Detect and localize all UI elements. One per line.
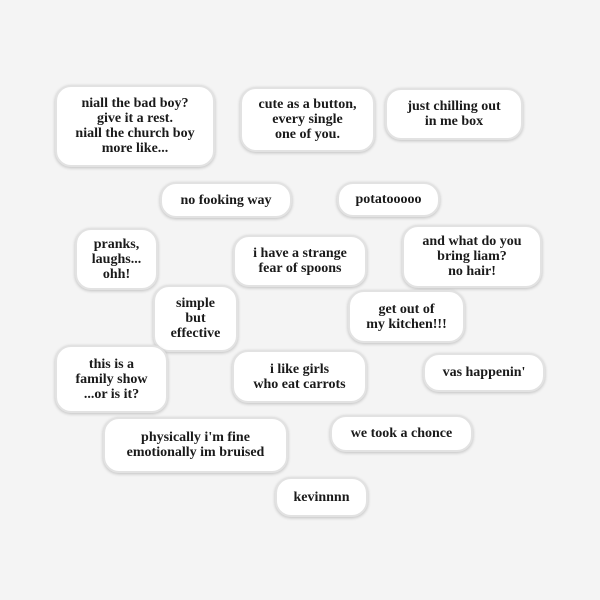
sticker-text: vas happenin': [442, 365, 526, 380]
sticker-bruised: physically i'm fine emotionally im bruis…: [103, 417, 288, 473]
sticker-no-fooking-way: no fooking way: [160, 182, 292, 218]
sticker-cute-as-button: cute as a button, every single one of yo…: [240, 87, 375, 152]
sticker-vas-happenin: vas happenin': [423, 353, 545, 392]
sticker-family-show: this is a family show ...or is it?: [55, 345, 168, 413]
sticker-text: no fooking way: [180, 192, 272, 208]
sticker-kitchen: get out of my kitchen!!!: [348, 290, 465, 343]
sticker-text: we took a chonce: [350, 426, 453, 441]
sticker-text: simple but effective: [170, 296, 221, 341]
sticker-text: i like girls who eat carrots: [253, 361, 346, 392]
sticker-text: this is a family show ...or is it?: [75, 356, 148, 402]
sticker-kevinnnn: kevinnnn: [275, 477, 368, 517]
sticker-text: i have a strange fear of spoons: [253, 246, 347, 276]
sticker-simple-but-effective: simple but effective: [153, 285, 238, 352]
sticker-text: and what do you bring liam? no hair!: [422, 234, 522, 279]
sticker-spoons: i have a strange fear of spoons: [233, 235, 367, 287]
sticker-liam-hair: and what do you bring liam? no hair!: [402, 225, 542, 288]
sticker-text: cute as a button, every single one of yo…: [258, 97, 357, 142]
sticker-text: pranks, laughs... ohh!: [91, 236, 142, 282]
sticker-carrots: i like girls who eat carrots: [232, 350, 367, 403]
sticker-niall-bad-boy: niall the bad boy? give it a rest. niall…: [55, 85, 215, 167]
sticker-text: niall the bad boy? give it a rest. niall…: [75, 96, 195, 156]
sticker-text: kevinnnn: [293, 489, 350, 505]
sticker-chonce: we took a chonce: [330, 415, 473, 452]
sticker-text: just chilling out in me box: [407, 99, 501, 129]
sticker-text: potatooooo: [355, 192, 422, 207]
sticker-pranks: pranks, laughs... ohh!: [75, 228, 158, 290]
sticker-potatooooo: potatooooo: [337, 182, 440, 217]
sticker-text: physically i'm fine emotionally im bruis…: [126, 430, 265, 460]
sticker-text: get out of my kitchen!!!: [366, 301, 447, 332]
sticker-chilling: just chilling out in me box: [385, 88, 523, 140]
